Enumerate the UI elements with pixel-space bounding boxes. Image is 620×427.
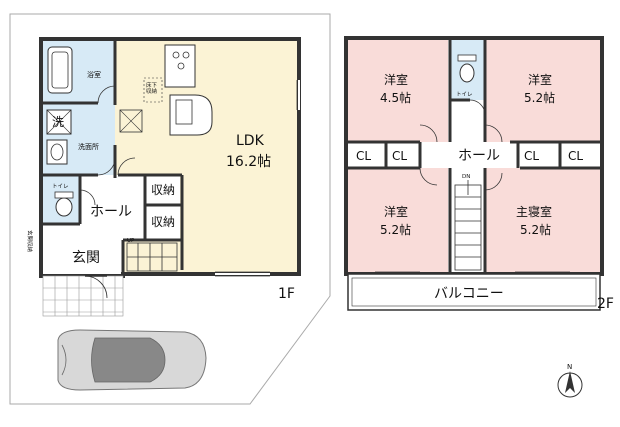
washroom-label: 洗面所 xyxy=(78,142,99,151)
storage2-label: 収納 xyxy=(151,215,175,229)
balcony xyxy=(347,273,601,311)
toilet-fixture-1f xyxy=(55,197,73,217)
toilet-2f-label: トイレ xyxy=(456,92,473,98)
washer-label: 洗 xyxy=(52,115,64,129)
site-boundary xyxy=(9,13,331,405)
floor2-plan xyxy=(344,36,604,311)
western-nw xyxy=(348,40,448,142)
western-ne-size: 5.2帖 xyxy=(524,90,555,105)
car-icon xyxy=(57,329,207,391)
bath-label: 浴室 xyxy=(87,70,101,79)
western-nw-name: 洋室 xyxy=(384,72,408,87)
ldk-name-label: LDK xyxy=(236,133,265,149)
balcony-label: バルコニー xyxy=(434,286,504,302)
cl1-label: CL xyxy=(356,149,371,163)
floor1-plan xyxy=(39,37,301,317)
bathtub xyxy=(47,46,73,94)
western-sw-name: 洋室 xyxy=(384,204,408,219)
stairs-1f xyxy=(126,242,178,272)
porch xyxy=(42,275,124,317)
western-sw xyxy=(348,168,448,272)
compass-label: N xyxy=(567,363,572,371)
hall-1f-label: ホール xyxy=(90,204,132,220)
western-ne xyxy=(485,40,600,142)
cl2-label: CL xyxy=(392,149,407,163)
underfloor-label: 床下収納 xyxy=(146,81,158,95)
storage1-label: 収納 xyxy=(151,183,175,197)
floor1-label: 1F xyxy=(278,286,295,302)
up-label: UP xyxy=(127,238,135,244)
toilet-1f-label: トイレ xyxy=(52,184,69,190)
floor2-label: 2F xyxy=(597,296,614,312)
wash-basin xyxy=(46,139,68,165)
ldk-size-label: 16.2帖 xyxy=(226,154,271,170)
entrance-1f xyxy=(43,224,123,274)
master-bedroom xyxy=(485,168,600,272)
western-nw-size: 4.5帖 xyxy=(380,90,411,105)
western-ne-name: 洋室 xyxy=(528,72,552,87)
cl3-label: CL xyxy=(524,149,539,163)
hall-2f-label: ホール xyxy=(458,148,500,164)
kitchen-counter xyxy=(164,44,196,88)
cl4-label: CL xyxy=(568,149,583,163)
entrance-label: 玄関 xyxy=(72,249,100,266)
kitchen-island xyxy=(169,94,213,136)
underfloor-storage xyxy=(143,77,163,103)
western-sw-size: 5.2帖 xyxy=(380,222,411,237)
dn-label: DN xyxy=(462,174,470,180)
master-name: 主寝室 xyxy=(516,204,552,219)
stairs-2f xyxy=(454,184,482,271)
master-size: 5.2帖 xyxy=(520,222,551,237)
north-arrow-icon xyxy=(557,371,583,398)
entrance-storage-label: 玄関収納 xyxy=(26,230,34,253)
